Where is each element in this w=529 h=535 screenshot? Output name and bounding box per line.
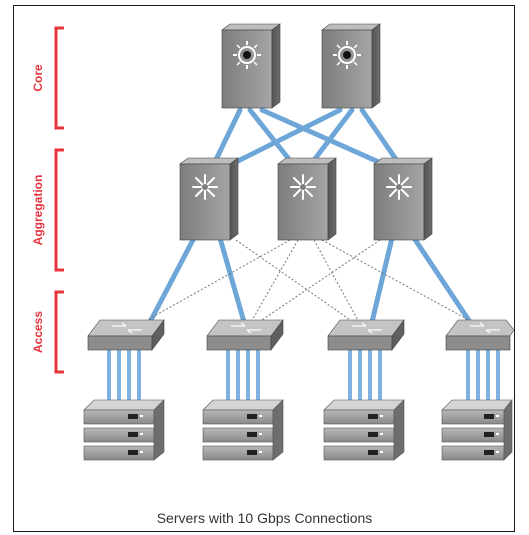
access-bracket [54, 290, 64, 374]
aggregation-switch-icon [373, 157, 433, 241]
server-stack-icon [202, 399, 284, 461]
link-core2-agg1 [221, 107, 343, 171]
tier-label-core: Core [31, 64, 45, 92]
core-router-icon [321, 23, 381, 109]
dotted-link-agg2-acc1 [139, 239, 291, 325]
access-switch-icon [327, 319, 405, 351]
dotted-link-agg2-acc4 [321, 239, 477, 325]
dotted-link-agg1-acc3 [235, 239, 357, 325]
core-router-icon [221, 23, 281, 109]
access-switch-1 [87, 319, 165, 351]
core-router-2 [321, 23, 381, 109]
server-stack-2 [202, 399, 284, 461]
link-agg3-acc3 [369, 235, 395, 325]
aggregation-switch-3 [373, 157, 433, 241]
core-router-1 [221, 23, 281, 109]
access-switch-3 [327, 319, 405, 351]
link-agg1-acc2 [217, 235, 247, 325]
tier-label-access: Access [31, 311, 45, 353]
tier-label-aggregation: Aggregation [31, 175, 45, 246]
access-switch-icon [445, 319, 515, 351]
dotted-links [139, 239, 477, 325]
access-switch-2 [206, 319, 284, 351]
diagram-caption: Servers with 10 Gbps Connections [156, 510, 373, 526]
server-stack-3 [323, 399, 405, 461]
core-bracket [54, 26, 64, 130]
link-agg1-acc1 [147, 235, 197, 325]
dotted-link-agg3-acc2 [255, 239, 381, 325]
server-stack-4 [441, 399, 513, 461]
dotted-link-agg2-acc2 [249, 239, 299, 325]
link-agg3-acc4 [411, 235, 473, 325]
aggregation-bracket [54, 148, 64, 272]
aggregation-switch-icon [277, 157, 337, 241]
server-stack-icon [323, 399, 405, 461]
server-stack-1 [83, 399, 165, 461]
aggregation-switch-1 [179, 157, 239, 241]
server-stack-icon [441, 399, 513, 461]
access-switch-icon [206, 319, 284, 351]
dotted-link-agg2-acc3 [313, 239, 361, 325]
aggregation-switch-2 [277, 157, 337, 241]
access-switch-4 [445, 319, 515, 351]
access-switch-icon [87, 319, 165, 351]
aggregation-access-links [147, 235, 473, 325]
tier-brackets [54, 26, 64, 374]
aggregation-switch-icon [179, 157, 239, 241]
server-stack-icon [83, 399, 165, 461]
server-links [107, 350, 500, 402]
